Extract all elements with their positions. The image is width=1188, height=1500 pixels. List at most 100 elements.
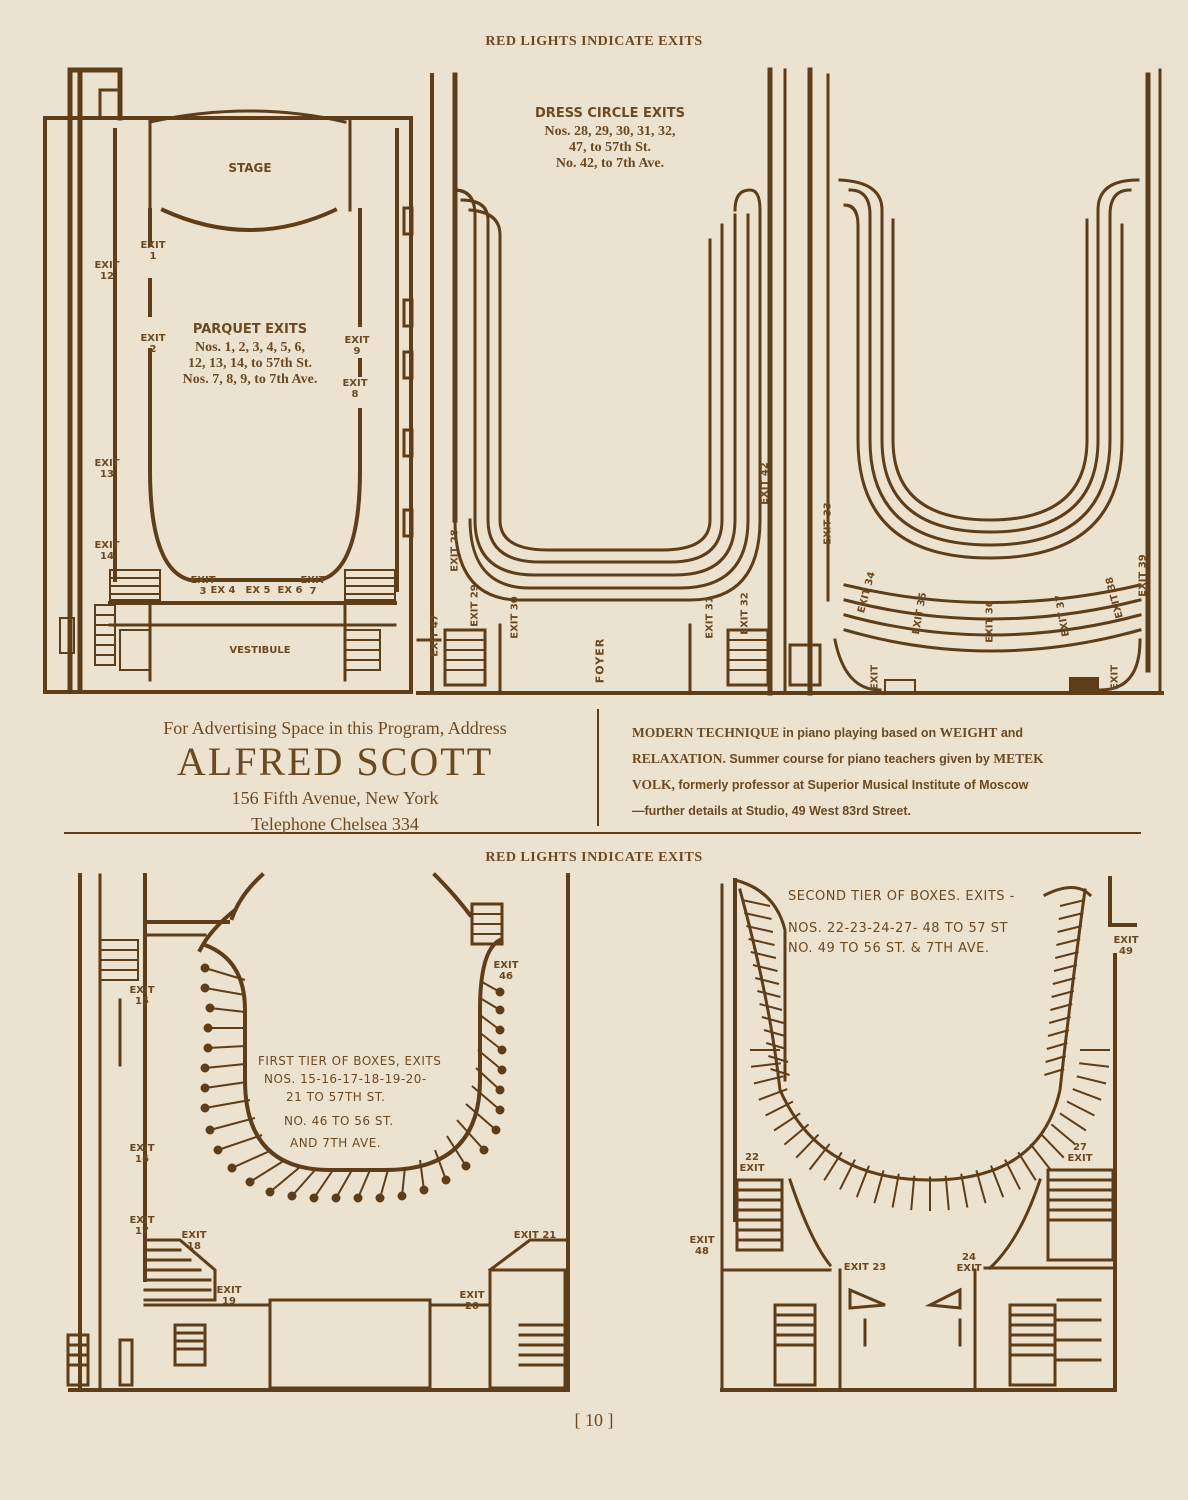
box-partition bbox=[1040, 1133, 1065, 1159]
first-tier-line2: NOS. 15-16-17-18-19-20- bbox=[264, 1072, 427, 1086]
box-partition bbox=[465, 1103, 497, 1131]
second-tier-line2: NOS. 22-23-24-27- 48 TO 57 ST bbox=[788, 921, 1008, 936]
box-marker bbox=[287, 1191, 297, 1201]
second-tier-line1: SECOND TIER OF BOXES. EXITS - bbox=[788, 889, 1015, 904]
exit-48-label: EXIT 48 bbox=[689, 1235, 715, 1257]
ad-scott-phone: Telephone Chelsea 334 bbox=[251, 814, 419, 834]
box-partition bbox=[217, 1134, 263, 1151]
ad-alfred-scott: For Advertising Space in this Program, A… bbox=[95, 717, 575, 835]
box-marker bbox=[495, 1085, 505, 1095]
ad-scott-name: ALFRED SCOTT bbox=[176, 739, 494, 784]
box-partition bbox=[808, 1143, 831, 1171]
box-partition bbox=[757, 990, 781, 998]
exit-49-label: EXIT 49 bbox=[1113, 935, 1139, 957]
box-marker bbox=[245, 1177, 255, 1187]
box-partition bbox=[758, 1088, 788, 1101]
ad-volk-text1: in piano playing based on bbox=[779, 726, 940, 740]
box-marker bbox=[200, 963, 210, 973]
box-partition bbox=[204, 1063, 246, 1069]
exit-22-label: 22 EXIT bbox=[739, 1152, 765, 1174]
box-partition bbox=[1066, 1100, 1095, 1117]
box-partition bbox=[475, 1067, 501, 1091]
parquet-plan bbox=[43, 67, 414, 694]
box-partition bbox=[823, 1151, 843, 1181]
box-partition bbox=[335, 1169, 353, 1199]
exit-4-label: EX 4 bbox=[210, 585, 236, 596]
box-partition bbox=[231, 1149, 273, 1169]
exit-16-label: EXIT 16 bbox=[129, 1143, 155, 1165]
dress-circle-line2: 47, to 57th St. bbox=[568, 140, 652, 155]
box-partition bbox=[204, 967, 246, 981]
exit-6-label: EX 6 bbox=[277, 585, 303, 596]
exit-label-right: EXIT bbox=[1109, 664, 1121, 691]
box-marker bbox=[203, 1043, 213, 1053]
box-partition bbox=[743, 912, 772, 920]
dress-circle-line1: Nos. 28, 29, 30, 31, 32, bbox=[544, 124, 676, 139]
exit-20-label: EXIT 20 bbox=[459, 1290, 485, 1312]
box-marker bbox=[200, 1083, 210, 1093]
ad-scott-address: 156 Fifth Avenue, New York bbox=[231, 788, 439, 808]
box-partition bbox=[1072, 1088, 1102, 1101]
top-header: RED LIGHTS INDICATE EXITS bbox=[485, 34, 703, 49]
ad-volk-text3: Summer course for piano teachers given b… bbox=[725, 752, 994, 766]
box-partition bbox=[1076, 1075, 1107, 1085]
box-marker bbox=[495, 1025, 505, 1035]
box-partition bbox=[765, 1042, 787, 1050]
exit-42-label: EXIT 42 bbox=[759, 462, 771, 505]
box-partition bbox=[768, 1055, 789, 1063]
box-partition bbox=[770, 1068, 790, 1076]
box-partition bbox=[741, 899, 771, 907]
exit-15-label: EXIT 15 bbox=[129, 985, 155, 1007]
box-marker bbox=[479, 1145, 489, 1155]
exit-28-label: EXIT 28 bbox=[449, 529, 461, 572]
box-partition bbox=[765, 1100, 794, 1117]
ad-volk-text2: and bbox=[997, 726, 1024, 740]
first-tier-line5: AND 7TH AVE. bbox=[290, 1136, 382, 1150]
first-tier-plan bbox=[66, 872, 570, 1392]
box-partition bbox=[795, 1133, 820, 1159]
box-partition bbox=[209, 1117, 256, 1131]
box-partition bbox=[773, 1112, 801, 1132]
box-partition bbox=[1017, 1151, 1037, 1181]
dress-circle-exits-title: DRESS CIRCLE EXITS bbox=[535, 106, 685, 121]
box-markers bbox=[200, 899, 1110, 1211]
box-partition bbox=[1029, 1143, 1052, 1171]
exit-17-label: EXIT 17 bbox=[129, 1215, 155, 1237]
box-partition bbox=[456, 1119, 485, 1151]
box-marker bbox=[265, 1187, 275, 1197]
exit-46-label: EXIT 46 bbox=[493, 960, 519, 982]
box-marker bbox=[419, 1185, 429, 1195]
box-partition bbox=[754, 977, 780, 985]
box-marker bbox=[205, 1003, 215, 1013]
box-marker bbox=[200, 983, 210, 993]
ad-volk-relaxation: RELAXATION. bbox=[632, 751, 726, 766]
box-partition bbox=[207, 1045, 246, 1049]
exit-12-label: EXIT 12 bbox=[94, 260, 120, 282]
foyer-label: FOYER bbox=[593, 637, 607, 684]
dress-circle-plan bbox=[416, 67, 1164, 696]
exit-23-label: EXIT 23 bbox=[843, 1262, 887, 1273]
box-partition bbox=[1050, 1003, 1073, 1011]
box-partition bbox=[478, 1031, 503, 1051]
box-partition bbox=[753, 1075, 784, 1085]
box-partition bbox=[759, 1003, 783, 1011]
first-tier-line1: FIRST TIER OF BOXES, EXITS bbox=[258, 1054, 442, 1068]
exit-3-label: EXIT 3 bbox=[190, 575, 216, 597]
exit-24-label: 24 EXIT bbox=[956, 1252, 982, 1274]
box-partition bbox=[313, 1169, 334, 1199]
ad-volk-volk: VOLK, bbox=[632, 777, 675, 792]
box-marker bbox=[375, 1193, 385, 1203]
box-partition bbox=[990, 1165, 1005, 1198]
exit-33-label: EXIT 33 bbox=[822, 502, 834, 545]
ad-volk-weight: WEIGHT bbox=[939, 725, 998, 740]
stage-label: STAGE bbox=[228, 161, 272, 175]
box-marker bbox=[497, 1065, 507, 1075]
box-partition bbox=[419, 1159, 425, 1191]
box-partition bbox=[746, 925, 774, 933]
ad-metek-volk: MODERN TECHNIQUE in piano playing based … bbox=[632, 720, 1147, 824]
box-partition bbox=[209, 1007, 246, 1013]
parquet-exits-line1: Nos. 1, 2, 3, 4, 5, 6, bbox=[194, 340, 306, 355]
box-partition bbox=[204, 1099, 251, 1109]
box-partition bbox=[752, 964, 778, 972]
box-partition bbox=[434, 1149, 447, 1181]
